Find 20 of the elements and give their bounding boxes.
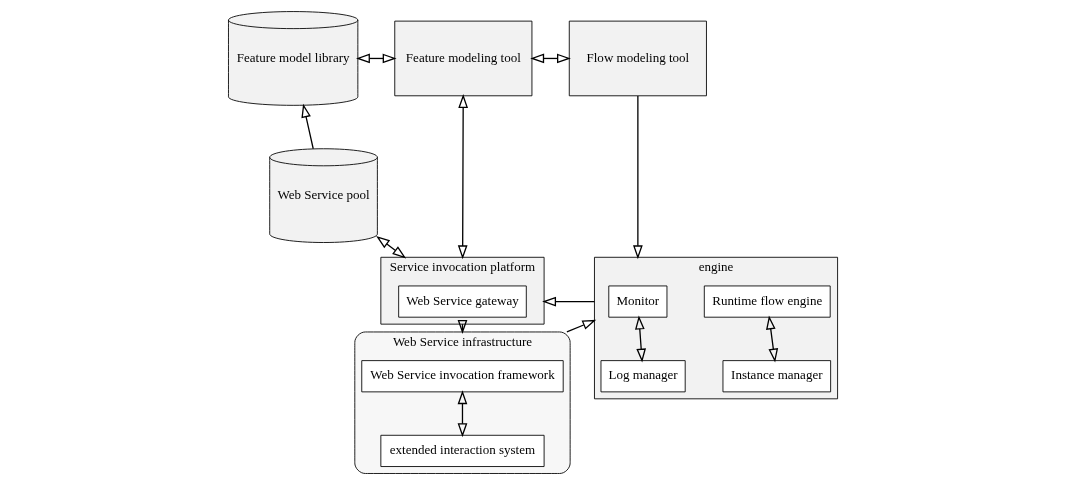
node-box: Runtime flow engine	[703, 285, 831, 318]
arrow	[765, 315, 778, 363]
node-box: Instance manager	[722, 360, 831, 393]
node-box: Flow modeling tool	[568, 20, 707, 97]
node-box: Web Service invocation framework	[360, 360, 564, 393]
arrow	[457, 390, 467, 438]
arrow	[355, 53, 397, 64]
node-box: Monitor	[607, 285, 667, 318]
node-box: Log manager	[600, 360, 686, 393]
arrow	[375, 235, 406, 259]
arrow	[541, 296, 595, 307]
arrow	[565, 319, 596, 333]
arrow	[634, 315, 646, 363]
arrow	[632, 95, 643, 260]
arrow	[529, 53, 571, 64]
arrow	[457, 94, 468, 260]
arrow	[300, 103, 314, 150]
node-box: extended interaction system	[379, 434, 545, 467]
node-box: Web Service gateway	[397, 285, 527, 318]
node-box: Feature modeling tool	[393, 20, 532, 97]
